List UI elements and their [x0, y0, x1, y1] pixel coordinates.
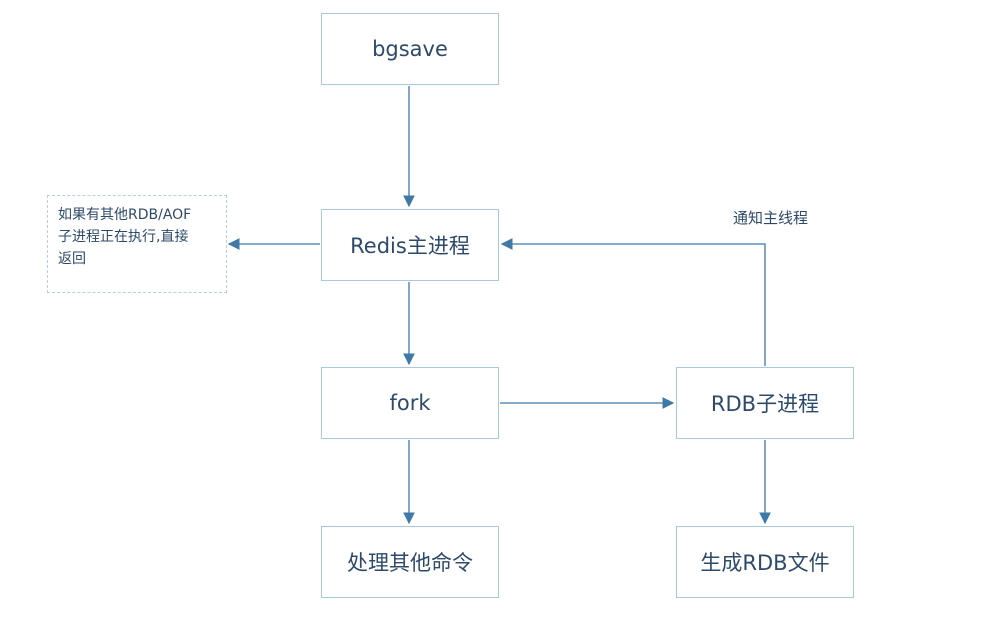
node-redis-main-process: Redis主进程 — [321, 209, 499, 281]
node-handle-other-commands-label: 处理其他命令 — [347, 551, 473, 575]
node-generate-rdb-file: 生成RDB文件 — [676, 526, 854, 598]
note-line-2: 子进程正在执行,直接 — [58, 229, 189, 245]
node-fork-label: fork — [389, 391, 431, 415]
note-line-3: 返回 — [58, 251, 86, 267]
node-generate-rdb-file-label: 生成RDB文件 — [700, 551, 830, 575]
node-rdb-child-process-label: RDB子进程 — [710, 392, 820, 416]
node-rdb-child-process: RDB子进程 — [676, 367, 854, 439]
edge-label-notify-main-thread: 通知主线程 — [733, 209, 809, 227]
node-bgsave: bgsave — [321, 13, 499, 85]
node-fork: fork — [321, 367, 499, 439]
edge-rdb-notify-redis — [500, 238, 766, 366]
note-return-if-child-running: 如果有其他RDB/AOF 子进程正在执行,直接 返回 — [47, 195, 227, 293]
node-bgsave-label: bgsave — [372, 37, 448, 61]
node-redis-main-process-label: Redis主进程 — [350, 234, 470, 258]
note-line-1: 如果有其他RDB/AOF — [58, 207, 192, 223]
node-handle-other-commands: 处理其他命令 — [321, 526, 499, 598]
